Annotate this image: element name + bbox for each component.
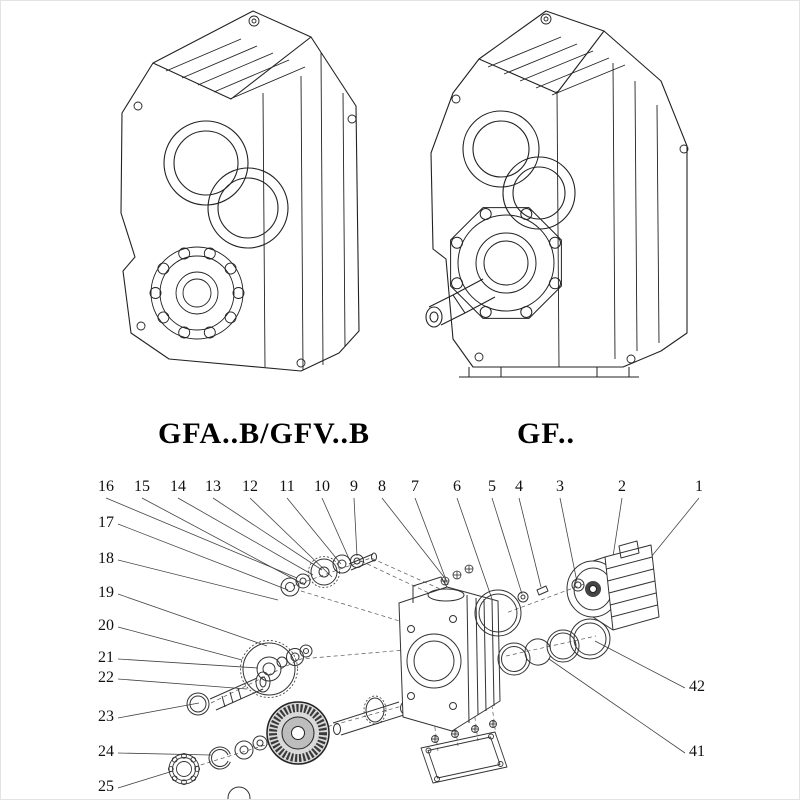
bearing-detail (149, 246, 245, 340)
assembly-axis-lines (193, 557, 597, 768)
part-output-bearing (167, 752, 201, 786)
part-output-helical-gear (266, 701, 330, 765)
exploded-view-diagram (105, 497, 700, 799)
callout-3: 3 (556, 478, 564, 495)
part-intermediate-gear-cluster (240, 640, 313, 698)
callout-7: 7 (411, 478, 419, 495)
callout-5: 5 (488, 478, 496, 495)
callout-13: 13 (205, 478, 221, 495)
top-face-ridge (478, 30, 605, 94)
callout-17: 17 (98, 514, 114, 531)
callout-15: 15 (134, 478, 150, 495)
bore-circles (462, 110, 576, 230)
top-face-ridge (152, 36, 312, 100)
side-band-lines (556, 62, 660, 368)
gearbox-right-drawing (425, 10, 689, 378)
callout-41: 41 (689, 743, 705, 760)
callout-4: 4 (515, 478, 523, 495)
part-washers (227, 735, 268, 799)
callout-10: 10 (314, 478, 330, 495)
leader-lines (105, 497, 700, 789)
callout-2: 2 (618, 478, 626, 495)
part-input-pinion-shaft-top (280, 552, 377, 597)
callout-9: 9 (350, 478, 358, 495)
callout-16: 16 (98, 478, 114, 495)
part-motor-assembly (566, 540, 660, 631)
part-cover-bolts (440, 564, 474, 586)
part-input-shaft-lower (186, 671, 271, 716)
model-caption-left: GFA..B/GFV..B (158, 417, 370, 450)
part-gear-housing (398, 576, 501, 732)
base-feet (459, 367, 639, 378)
output-flange (450, 207, 562, 319)
callout-23: 23 (98, 708, 114, 725)
part-seal-rings (474, 578, 611, 676)
callout-1: 1 (695, 478, 703, 495)
output-shaft (425, 278, 496, 328)
callout-18: 18 (98, 550, 114, 567)
callout-19: 19 (98, 584, 114, 601)
callout-8: 8 (378, 478, 386, 495)
callout-12: 12 (242, 478, 258, 495)
callout-25: 25 (98, 778, 114, 795)
plug-and-bolts (133, 15, 357, 368)
callout-24: 24 (98, 743, 114, 760)
callout-42: 42 (689, 678, 705, 695)
bore-circles (163, 120, 289, 249)
callout-6: 6 (453, 478, 461, 495)
plug-and-bolts (451, 13, 689, 364)
callout-11: 11 (279, 478, 295, 495)
cooling-ribs (165, 38, 306, 100)
callout-22: 22 (98, 669, 114, 686)
side-band-lines (262, 52, 346, 371)
part-snap-ring (208, 746, 231, 770)
cooling-ribs (487, 36, 626, 96)
model-caption-right: GF.. (517, 417, 575, 450)
callout-20: 20 (98, 617, 114, 634)
gearbox-left-drawing (120, 10, 360, 372)
part-output-shaft-exploded (332, 695, 408, 736)
part-gasket-plate (420, 720, 508, 784)
callout-21: 21 (98, 649, 114, 666)
callout-14: 14 (170, 478, 186, 495)
